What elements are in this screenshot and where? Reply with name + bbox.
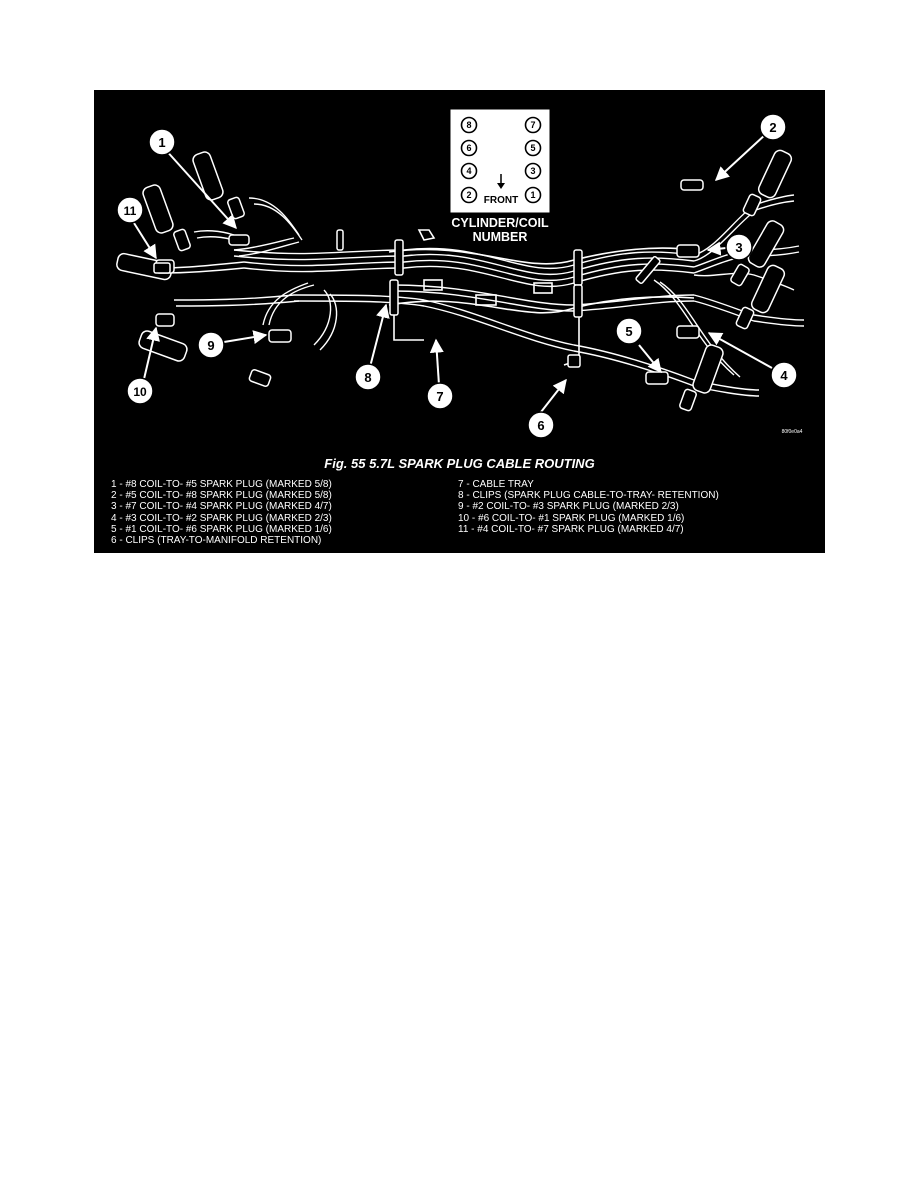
inset-cyl-4: 4 bbox=[466, 166, 471, 176]
inset-title-line2: NUMBER bbox=[473, 230, 528, 244]
cable-routing-diagram: 8 6 4 2 7 5 3 1 FRONT CYLINDER/COIL NUMB… bbox=[116, 109, 805, 439]
inset-cyl-7: 7 bbox=[530, 120, 535, 130]
legend-item-2: 2 - #5 COIL-TO- #8 SPARK PLUG (MARKED 5/… bbox=[111, 490, 332, 502]
callout-1-circle bbox=[148, 128, 176, 156]
inset-cyl-2: 2 bbox=[466, 190, 471, 200]
callout-11: 11 bbox=[124, 204, 137, 218]
callout-6-circle bbox=[527, 411, 555, 439]
inset-title-line1: CYLINDER/COIL bbox=[451, 216, 549, 230]
legend-item-6: 6 - CLIPS (TRAY-TO-MANIFOLD RETENTION) bbox=[111, 535, 322, 547]
inset-cyl-5: 5 bbox=[530, 143, 535, 153]
inset-cyl-6: 6 bbox=[466, 143, 471, 153]
callout-5: 5 bbox=[625, 324, 632, 339]
image-code: 80f0e0a4 bbox=[782, 429, 803, 435]
inset-cyl-1: 1 bbox=[530, 190, 535, 200]
callout-9-circle bbox=[197, 331, 225, 359]
callout-7-circle bbox=[426, 382, 454, 410]
cable-clips bbox=[336, 229, 661, 368]
inset-cyl-3: 3 bbox=[530, 166, 535, 176]
figure-caption: Fig. 55 5.7L SPARK PLUG CABLE ROUTING bbox=[324, 456, 595, 471]
callout-6: 6 bbox=[537, 418, 544, 433]
legend-item-3: 3 - #7 COIL-TO- #4 SPARK PLUG (MARKED 4/… bbox=[111, 501, 332, 513]
legend-left: 1 - #8 COIL-TO- #5 SPARK PLUG (MARKED 5/… bbox=[111, 479, 332, 546]
callout-3-circle bbox=[725, 233, 753, 261]
figure-panel: 8 6 4 2 7 5 3 1 FRONT CYLINDER/COIL NUMB… bbox=[94, 90, 825, 553]
callout-10-circle bbox=[126, 377, 154, 405]
legend-item-7: 7 - CABLE TRAY bbox=[458, 479, 534, 490]
callout-leaders bbox=[133, 133, 773, 413]
callout-4-circle bbox=[770, 361, 798, 389]
inset-cyl-8: 8 bbox=[466, 120, 471, 130]
callout-8-circle bbox=[354, 363, 382, 391]
callout-11-circle bbox=[116, 196, 144, 224]
callout-8: 8 bbox=[364, 370, 371, 385]
legend-item-11: 11 - #4 COIL-TO- #7 SPARK PLUG (MARKED 4… bbox=[458, 523, 684, 535]
cylinder-coil-inset: 8 6 4 2 7 5 3 1 FRONT bbox=[450, 109, 550, 213]
legend-item-1: 1 - #8 COIL-TO- #5 SPARK PLUG (MARKED 5/… bbox=[111, 479, 332, 490]
callout-5-circle bbox=[615, 317, 643, 345]
callout-4: 4 bbox=[780, 368, 788, 383]
callout-2-circle bbox=[759, 113, 787, 141]
legend-item-4: 4 - #3 COIL-TO- #2 SPARK PLUG (MARKED 2/… bbox=[111, 512, 332, 524]
legend-item-9: 9 - #2 COIL-TO- #3 SPARK PLUG (MARKED 2/… bbox=[458, 501, 679, 513]
callout-3: 3 bbox=[735, 240, 742, 255]
callout-10: 10 bbox=[133, 385, 147, 399]
legend-item-10: 10 - #6 COIL-TO- #1 SPARK PLUG (MARKED 1… bbox=[458, 512, 685, 524]
callouts: 1 2 3 4 5 6 7 8 9 10 11 bbox=[116, 113, 798, 439]
callout-1: 1 bbox=[158, 135, 165, 150]
inset-front-label: FRONT bbox=[484, 195, 518, 206]
callout-7: 7 bbox=[436, 389, 443, 404]
callout-2: 2 bbox=[769, 120, 776, 135]
legend-right: 7 - CABLE TRAY 8 - CLIPS (SPARK PLUG CAB… bbox=[458, 479, 719, 535]
legend-item-8: 8 - CLIPS (SPARK PLUG CABLE-TO-TRAY- RET… bbox=[458, 490, 719, 502]
legend-item-5: 5 - #1 COIL-TO- #6 SPARK PLUG (MARKED 1/… bbox=[111, 523, 332, 535]
callout-9: 9 bbox=[207, 338, 214, 353]
